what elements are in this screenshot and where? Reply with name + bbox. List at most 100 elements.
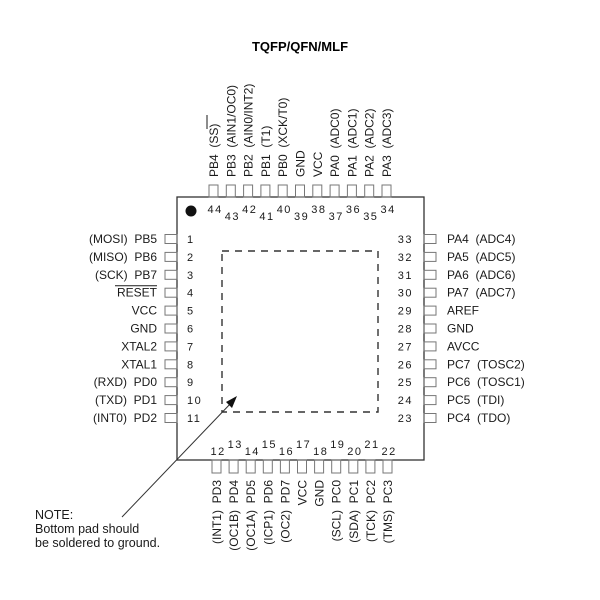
pin-pad bbox=[164, 251, 178, 262]
pin-number: 33 bbox=[398, 234, 413, 246]
pin-pad bbox=[279, 459, 290, 474]
pin-label: VCC bbox=[311, 151, 325, 177]
pin-label: (RXD) PD0 bbox=[94, 375, 158, 389]
pin-label: AVCC bbox=[447, 339, 480, 353]
pin-38: VCC 38 bbox=[311, 151, 326, 216]
pin-pad bbox=[262, 459, 273, 474]
pin-pad bbox=[423, 251, 437, 262]
note-line-1: Bottom pad should bbox=[35, 522, 139, 536]
pin-pad bbox=[164, 305, 178, 316]
pin-pad bbox=[423, 395, 437, 406]
pin-label: PA1 (ADC1) bbox=[345, 109, 359, 177]
pin-4: RESET 4 bbox=[115, 285, 195, 300]
pin-number: 8 bbox=[187, 359, 195, 371]
pin-label: (INT0) PD2 bbox=[93, 411, 157, 425]
pin-30: PA7 (ADC7)30 bbox=[398, 286, 516, 300]
pin-label: (INT1) PD3 bbox=[210, 480, 224, 544]
pin-pad bbox=[364, 184, 375, 198]
pin-pad bbox=[297, 459, 307, 474]
pin-label: PB3 (AIN1/OC0) bbox=[224, 85, 238, 177]
pin-pad bbox=[423, 359, 437, 370]
pin-pad bbox=[211, 459, 222, 474]
pin-label: PA4 (ADC4) bbox=[447, 232, 515, 246]
pin-number: 38 bbox=[311, 204, 326, 216]
pin-pad bbox=[331, 459, 342, 474]
pin-40: PB0 (XCK/T0)40 bbox=[276, 98, 290, 216]
pin-pad bbox=[164, 413, 178, 423]
pin-label: VCC bbox=[296, 480, 310, 506]
pin-number: 22 bbox=[382, 446, 397, 458]
pin-pad bbox=[277, 184, 288, 198]
pin-pad bbox=[314, 459, 325, 474]
pin-number: 32 bbox=[398, 252, 413, 264]
pin-pad bbox=[164, 234, 178, 244]
pin-label: (MOSI) PB5 bbox=[89, 232, 157, 246]
pin-27: AVCC 27 bbox=[398, 339, 480, 353]
pin-pad bbox=[365, 459, 376, 474]
pin-label: XTAL1 bbox=[121, 357, 157, 371]
pin-number: 26 bbox=[398, 359, 413, 371]
pin-number: 10 bbox=[187, 395, 202, 407]
pin-pad bbox=[312, 184, 323, 198]
pin-number: 19 bbox=[330, 439, 345, 451]
pin-label: PA6 (ADC6) bbox=[447, 268, 515, 282]
pin-pad bbox=[164, 341, 178, 352]
pin-label: GND bbox=[130, 322, 157, 336]
pin-pad bbox=[423, 269, 437, 280]
pin-label: (OC1A) PD5 bbox=[244, 480, 258, 551]
pin-pad bbox=[423, 287, 437, 298]
pin1-indicator-dot bbox=[185, 205, 197, 217]
pin-number: 42 bbox=[242, 204, 257, 216]
pin-34: PA3 (ADC3)34 bbox=[380, 109, 394, 216]
pin-31: PA6 (ADC6)31 bbox=[398, 268, 516, 282]
pin-pad bbox=[245, 459, 256, 474]
pin-pad bbox=[423, 234, 437, 244]
pin-pad bbox=[329, 184, 340, 198]
pin-26: PC7 (TOSC2)26 bbox=[398, 357, 525, 371]
pin-label: PB2 (AIN0/INT2) bbox=[242, 84, 256, 177]
pin-pad bbox=[164, 377, 178, 388]
pin-pad bbox=[346, 184, 357, 198]
pin-label: (TXD) PD1 bbox=[95, 393, 157, 407]
pin-label: PA2 (ADC2) bbox=[363, 109, 377, 177]
pin-25: PC6 (TOSC1)25 bbox=[398, 375, 525, 389]
pin-label: PC6 (TOSC1) bbox=[447, 375, 525, 389]
pin-33: PA4 (ADC4) 33 bbox=[398, 232, 516, 246]
pin-number: 18 bbox=[313, 446, 328, 458]
pin-number: 21 bbox=[364, 439, 379, 451]
pin-37: PA0 (ADC0)37 bbox=[328, 109, 342, 223]
pin-pad bbox=[228, 459, 239, 474]
pin-number: 43 bbox=[225, 211, 240, 223]
pin-number: 15 bbox=[262, 439, 277, 451]
pin-number: 3 bbox=[187, 270, 195, 282]
pin-label: (MISO) PB6 bbox=[89, 250, 157, 264]
pin-label: RESET bbox=[117, 286, 158, 300]
pin-label: AREF bbox=[447, 304, 479, 318]
pin-pad bbox=[243, 184, 254, 198]
pin-number: 11 bbox=[187, 413, 201, 425]
pin-number: 23 bbox=[398, 413, 413, 425]
pin-number: 27 bbox=[398, 341, 413, 353]
pin-label: PB1 (T1) bbox=[259, 126, 273, 177]
pin-label: PA3 (ADC3) bbox=[380, 109, 394, 177]
pin-label: (SDA) PC1 bbox=[347, 480, 361, 543]
note-heading: NOTE: bbox=[35, 508, 73, 522]
pin-number: 4 bbox=[187, 288, 195, 300]
pin-label: PA5 (ADC5) bbox=[447, 250, 515, 264]
pin-label: PA7 (ADC7) bbox=[447, 286, 515, 300]
exposed-pad-outline bbox=[221, 250, 379, 413]
pin-pad bbox=[260, 184, 271, 198]
